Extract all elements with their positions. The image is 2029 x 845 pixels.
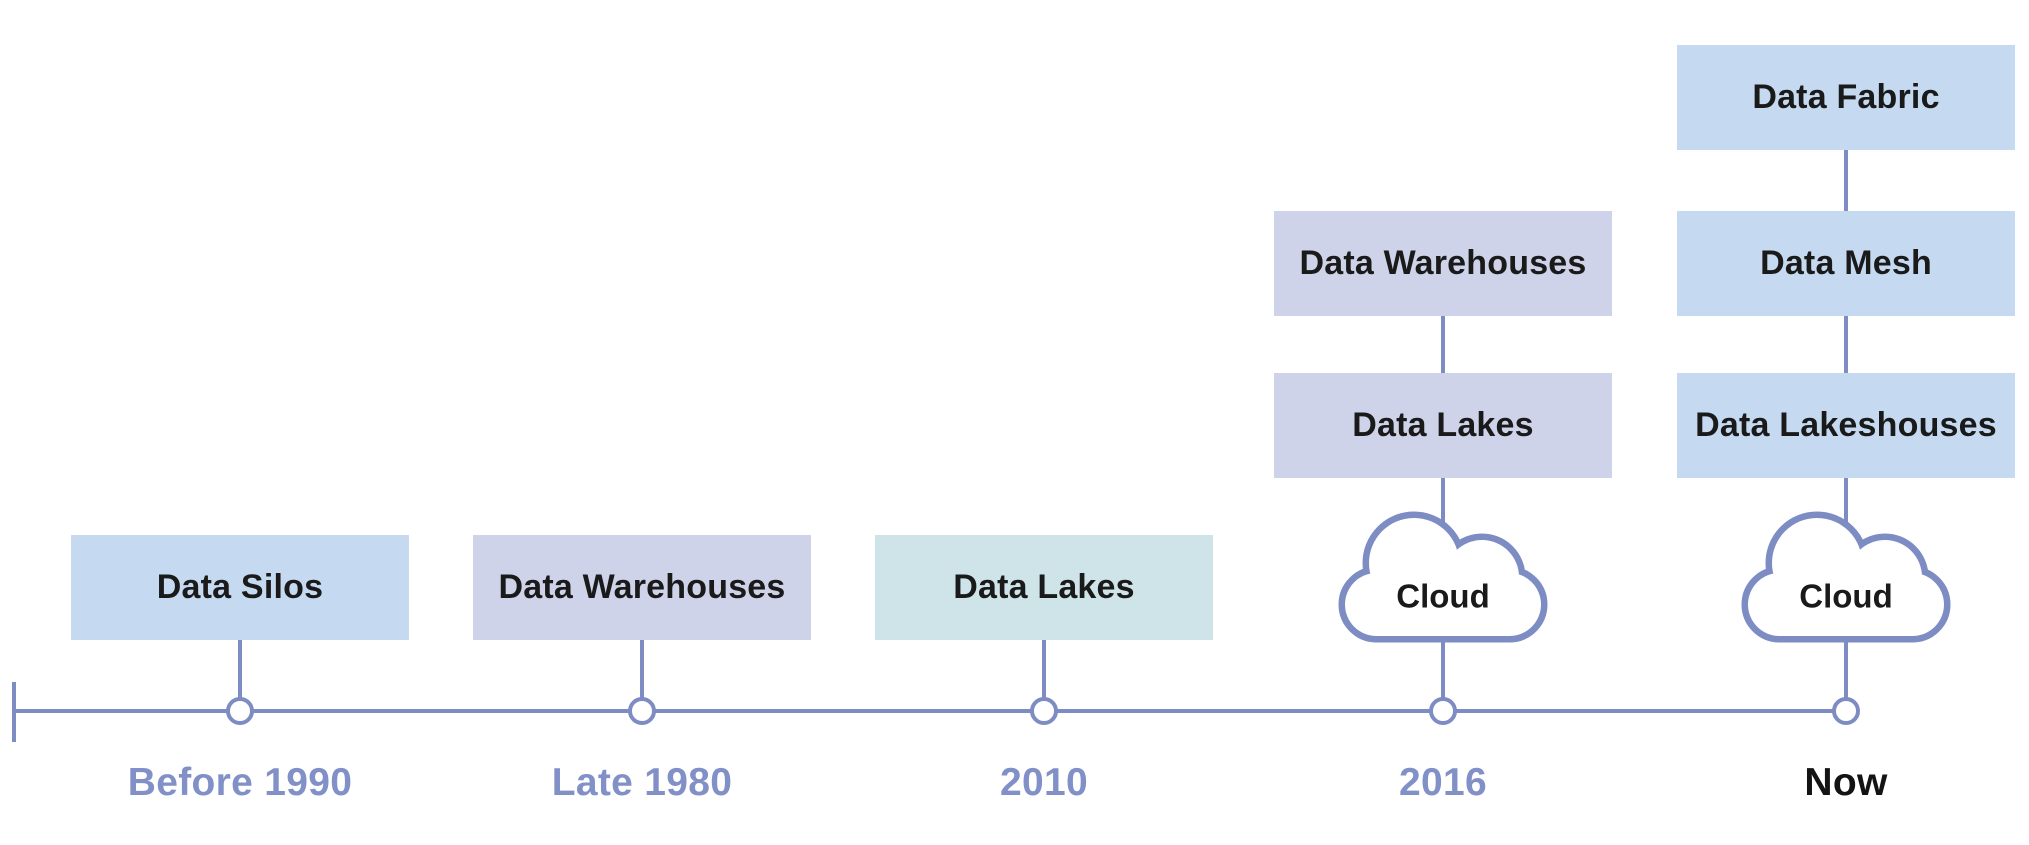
connector-between-boxes (1441, 316, 1445, 373)
cloud-icon: Cloud (1338, 511, 1548, 643)
box-data-silos: Data Silos (71, 535, 409, 640)
timeline-axis (14, 709, 1846, 713)
milestone-date-label: 2016 (1399, 761, 1487, 804)
box-data-lakes: Data Lakes (875, 535, 1213, 640)
milestone-date-label: 2010 (1000, 761, 1088, 804)
milestone-node (1429, 697, 1457, 725)
box-data-fabric: Data Fabric (1677, 45, 2015, 150)
box-data-lakes: Data Lakes (1274, 373, 1612, 478)
milestone-node (226, 697, 254, 725)
cloud-label: Cloud (1396, 578, 1489, 615)
milestone-node (628, 697, 656, 725)
milestone-date-label: Now (1804, 761, 1888, 804)
box-data-mesh: Data Mesh (1677, 211, 2015, 316)
box-data-warehouses: Data Warehouses (473, 535, 811, 640)
box-data-warehouses: Data Warehouses (1274, 211, 1612, 316)
milestone-date-label: Late 1980 (551, 761, 733, 804)
connector-box-to-node (1042, 640, 1046, 711)
connector-between-boxes (1844, 316, 1848, 373)
box-data-lakeshouses: Data Lakeshouses (1677, 373, 2015, 478)
connector-between-boxes (1844, 150, 1848, 211)
milestone-node (1832, 697, 1860, 725)
cloud-label: Cloud (1799, 578, 1892, 615)
connector-box-to-node (640, 640, 644, 711)
connector-box-to-node (238, 640, 242, 711)
milestone-node (1030, 697, 1058, 725)
milestone-date-label: Before 1990 (127, 761, 353, 804)
cloud-icon: Cloud (1741, 511, 1951, 643)
